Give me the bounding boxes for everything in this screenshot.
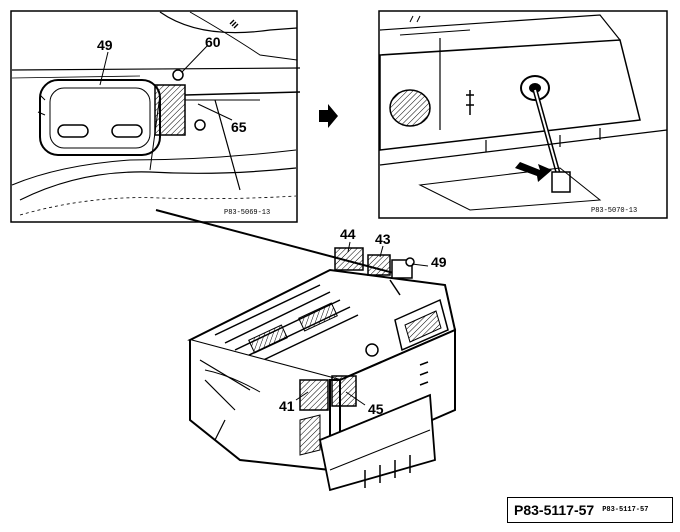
detail-panel-right: P83-5070-13 — [378, 10, 668, 219]
top-mechanism — [334, 247, 415, 296]
callout-45: 45 — [368, 401, 384, 417]
callout-60: 60 — [205, 34, 221, 50]
callout-43: 43 — [375, 231, 391, 247]
figure-code-right: P83-5070-13 — [591, 207, 637, 215]
callout-41: 41 — [279, 398, 295, 414]
actuator-49-top — [37, 79, 161, 156]
figure-code-box: P83-5117-57 P83-5117-57 — [507, 497, 673, 523]
callout-44: 44 — [340, 226, 356, 242]
callout-65: 65 — [231, 119, 247, 135]
detail-panel-left: 49 60 65 P83-5069-13 — [10, 10, 301, 223]
figure-code-main-small: P83-5117-57 — [602, 506, 649, 514]
callout-49-top: 49 — [97, 37, 113, 53]
vent-slats — [214, 284, 359, 365]
linkage-bracket — [149, 69, 301, 191]
callout-49-main: 49 — [431, 254, 447, 270]
main-assembly: 44 43 49 41 45 — [187, 226, 457, 492]
figure-code-main: P83-5117-57 — [514, 502, 595, 518]
figure-code-left: P83-5069-13 — [224, 209, 270, 217]
arrow-right-icon — [319, 104, 338, 128]
